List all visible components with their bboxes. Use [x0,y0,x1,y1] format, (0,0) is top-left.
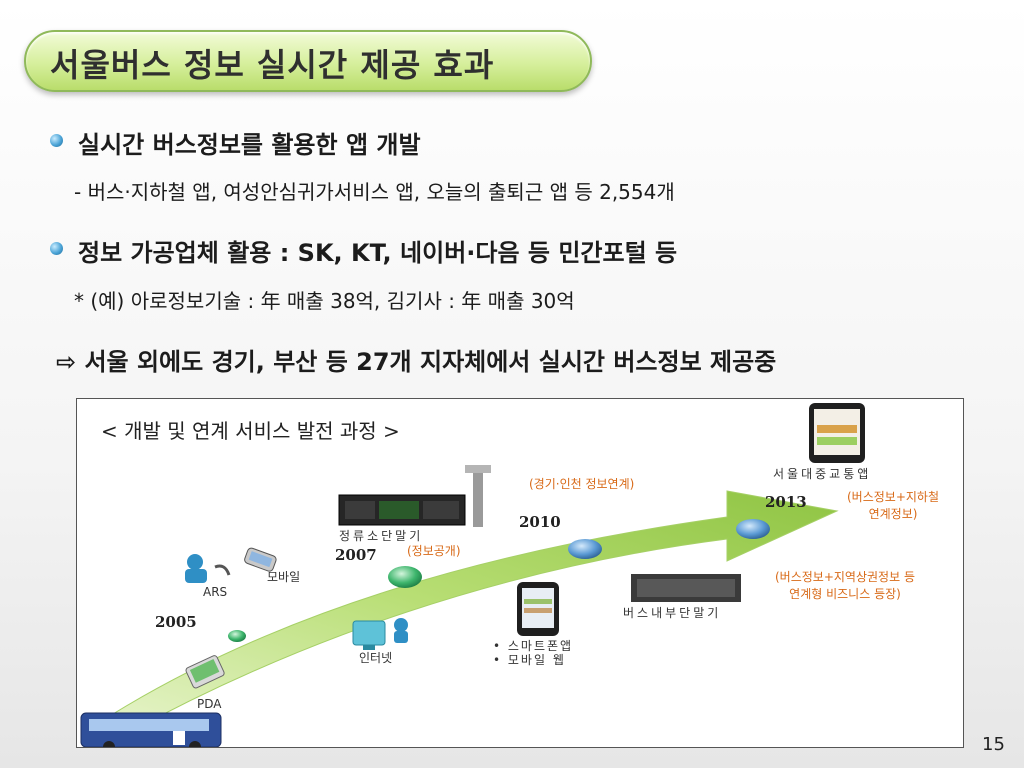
label-mobile: 모바일 [267,570,301,584]
label-ars: ARS [203,585,228,599]
diagram-graphics [80,403,865,747]
ars-icon [185,554,231,583]
bullet-heading-apps: 실시간 버스정보를 활용한 앱 개발 [78,131,421,159]
note-business: (버스정보+지역상권정보 등 연계형 비즈니스 등장) [753,569,937,603]
bullet-detail-apps: - 버스·지하철 앱, 여성안심귀가서비스 앱, 오늘의 출퇴근 앱 등 2,5… [74,180,675,204]
bullet-heading-portals: 정보 가공업체 활용 : SK, KT, 네이버·다음 등 민간포털 등 [78,239,678,267]
note-business-line1: (버스정보+지역상권정보 등 [775,570,915,584]
pda-icon [185,655,225,689]
seoul-app-phone-icon [809,403,865,463]
year-2005: 2005 [155,613,197,631]
diagram-title: < 개발 및 연계 서비스 발전 과정 > [101,419,400,443]
year-2013: 2013 [765,493,807,511]
year-2010: 2010 [519,513,561,531]
timeline-arrow [96,490,839,740]
node-2007 [388,566,422,588]
note-business-line2: 연계형 비즈니스 등장) [789,587,901,601]
bus-terminal-icon [631,574,741,602]
service-evolution-diagram: < 개발 및 연계 서비스 발전 과정 > 2005 2007 2010 201… [76,398,964,748]
note-gyeonggi-link: (경기·인천 정보연계) [529,477,635,491]
node-2005 [228,630,246,642]
smartphone-icon [517,582,559,636]
conclusion-text: ⇨ 서울 외에도 경기, 부산 등 27개 지자체에서 실시간 버스정보 제공중 [56,348,777,376]
node-2013 [736,519,770,539]
note-subway-line2: 연계정보) [868,507,918,521]
internet-icon [352,618,408,650]
bullet-icon [50,134,63,147]
bullet-icon [50,242,63,255]
year-2007: 2007 [335,546,377,564]
label-stop-terminal: 정류소단말기 [339,529,424,543]
note-info-open: (정보공개) [407,544,461,558]
note-subway-line1: (버스정보+지하철 [846,490,940,504]
bullet-detail-portals: * (예) 아로정보기술 : 年 매출 38억, 김기사 : 年 매출 30억 [74,289,575,313]
label-smartphone: • 스마트폰앱 [493,639,574,653]
label-bus-terminal: 버스내부단말기 [623,606,722,620]
note-subway-link: (버스정보+지하철 연계정보) [831,489,955,523]
stop-terminal-icon [338,465,491,527]
title-banner [24,30,592,92]
mobile-phone-icon [244,547,277,572]
node-2010 [568,539,602,559]
page-number: 15 [982,734,1005,755]
label-pda: PDA [197,697,222,711]
label-internet: 인터넷 [359,651,393,665]
bus-icon [80,712,222,747]
label-mobile-web: • 모바일 웹 [493,653,566,667]
slide-title: 서울버스 정보 실시간 제공 효과 [50,46,495,84]
label-seoul-app: 서울대중교통앱 [773,467,872,481]
